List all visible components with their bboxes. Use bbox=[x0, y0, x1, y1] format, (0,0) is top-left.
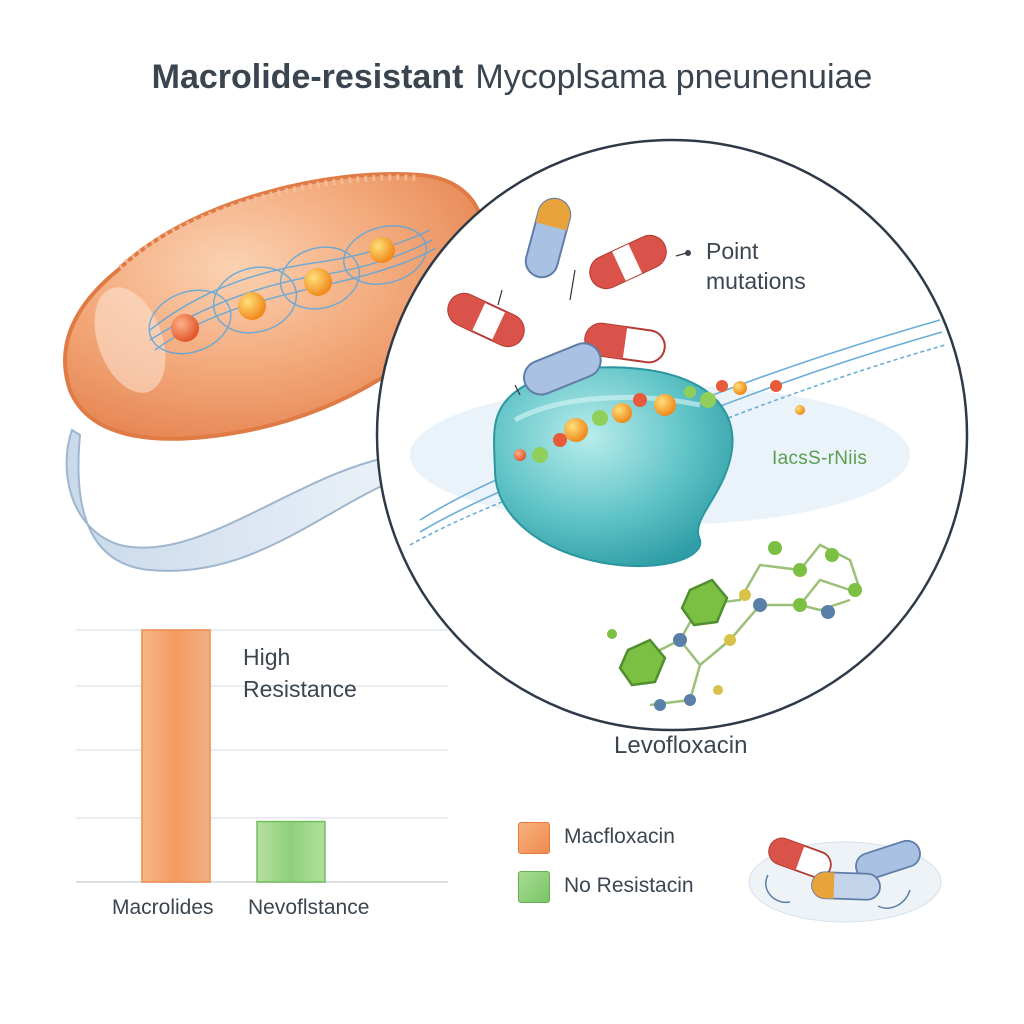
legend-label: Macfloxacin bbox=[564, 825, 675, 848]
title-regular: Mycoplsama pneunenuiae bbox=[475, 58, 873, 96]
x-tick-label: Macrolides bbox=[112, 896, 214, 919]
molecule-atoms bbox=[607, 541, 862, 711]
motion-lines bbox=[497, 251, 691, 396]
rrna-beads bbox=[514, 380, 805, 463]
ribosome-illustration bbox=[493, 366, 734, 568]
pointer-dot bbox=[685, 250, 691, 256]
legend-swatch-orange bbox=[518, 822, 550, 854]
pill-group-icon bbox=[748, 837, 942, 923]
point-mutations-line1: Point bbox=[706, 238, 759, 264]
high-resistance-line2: Resistance bbox=[243, 676, 357, 702]
bar-nevoflstance bbox=[256, 820, 326, 883]
ribosome-dot bbox=[171, 314, 199, 342]
legend-swatch-green bbox=[518, 871, 550, 903]
title-bold: Macrolide-resistant bbox=[151, 58, 464, 96]
capsule-icon bbox=[523, 342, 602, 396]
high-resistance-label: High Resistance bbox=[243, 641, 357, 705]
capsule-icon bbox=[447, 292, 525, 348]
legend-label: No Resistacin bbox=[564, 874, 694, 897]
diagram-title: Macrolide-resistant Mycoplsama pneunenuia… bbox=[0, 58, 1024, 97]
bacterium-illustration bbox=[63, 172, 486, 441]
x-tick-label: Nevoflstance bbox=[248, 896, 370, 919]
chart-gridlines bbox=[76, 629, 448, 819]
capsule-icon bbox=[524, 197, 572, 279]
ribosome-dot bbox=[238, 292, 266, 320]
point-mutations-line2: mutations bbox=[706, 268, 806, 294]
bacterium-tail bbox=[65, 428, 423, 572]
ribosome-dot bbox=[304, 268, 332, 296]
levofloxacin-label: Levofloxacin bbox=[614, 732, 748, 759]
capsule-icon bbox=[589, 234, 667, 290]
bar-chart bbox=[76, 629, 448, 883]
point-mutations-label: Point mutations bbox=[706, 236, 806, 296]
high-resistance-line1: High bbox=[243, 644, 291, 670]
rrna-label: IacsS-rNiis bbox=[772, 448, 868, 469]
bar-macrolides bbox=[141, 629, 211, 883]
ribosome-dot bbox=[369, 237, 395, 263]
